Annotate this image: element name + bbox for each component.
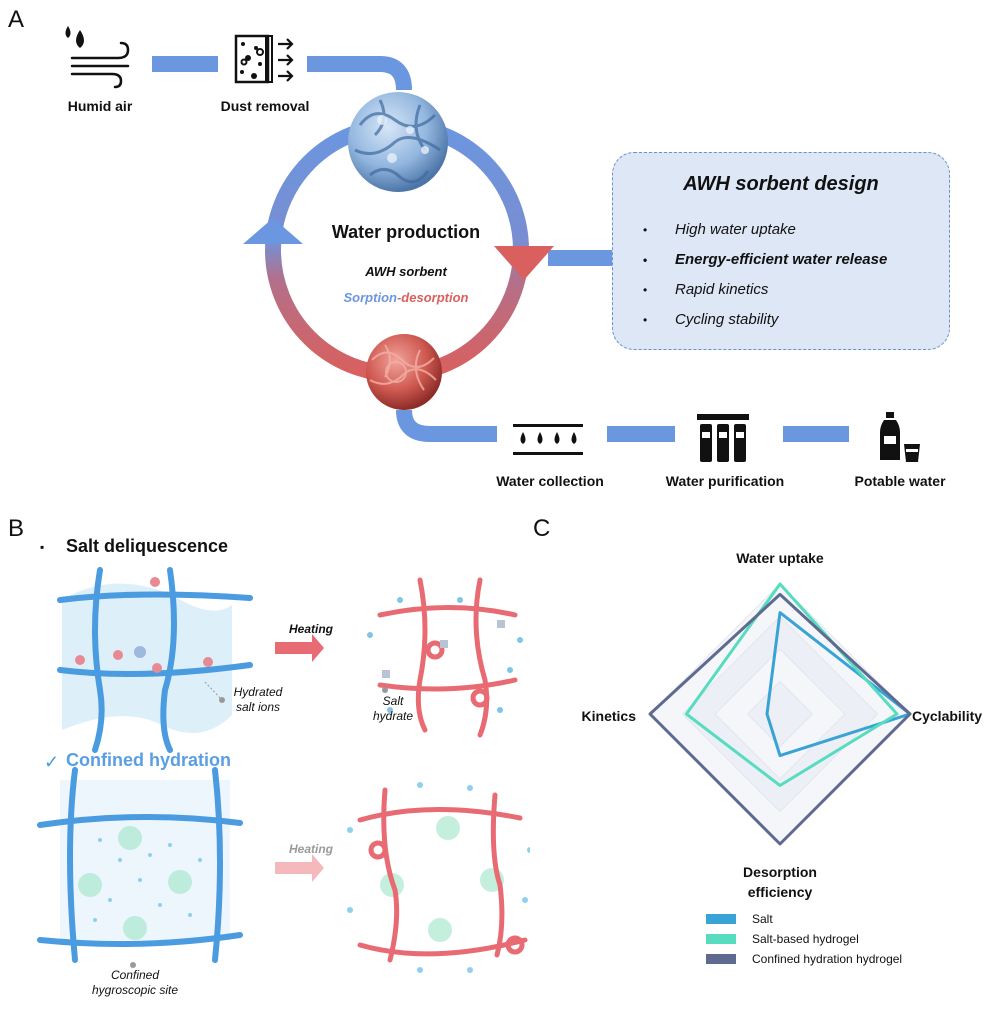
axis-label-bottom-line1: Desorption [743, 864, 817, 880]
axis-label-right: Cyclability [912, 708, 983, 724]
connector-ring-design [548, 250, 612, 266]
design-list: High water uptake Energy-efficient water… [643, 215, 887, 335]
cycle-title: Water production [331, 222, 481, 242]
panel-label-c: C [533, 515, 551, 542]
sorption-desorption-label: Sorption-desorption [306, 290, 506, 305]
salt-hydrate-line1: Salt [382, 694, 404, 708]
water-purification-label: Water purification [665, 473, 785, 489]
check-icon: ✓ [44, 752, 60, 772]
axis-label-bottom: Desorption efficiency [700, 862, 860, 902]
legend-swatch-confined-hydrogel [706, 954, 736, 964]
heating-arrow-2 [275, 854, 324, 882]
hydrated-ions-label: Hydrated salt ions [218, 685, 298, 715]
confined-site-label: Confined hygroscopic site [80, 968, 190, 998]
potable-water-icon [880, 412, 920, 462]
legend-swatch-salt-hydrogel [706, 934, 736, 944]
confined-hydration-fibers [37, 767, 243, 963]
up-arrow-icon [243, 218, 303, 244]
confined-site-line2: hygroscopic site [91, 983, 179, 997]
connector-collection-purification [607, 426, 675, 442]
design-title: AWH sorbent design [683, 173, 879, 195]
water-collection-icon [513, 424, 583, 455]
legend-text-salt: Salt [752, 912, 773, 926]
dust-filter-icon [234, 34, 294, 84]
cycle-subtitle: AWH sorbent [365, 264, 447, 279]
sorption-text: Sorption [343, 290, 397, 305]
red-sorbent-ball [366, 334, 442, 410]
panel-a-diagram [65, 26, 920, 462]
heating-label-2: Heating [288, 842, 333, 856]
dust-removal-label: Dust removal [220, 98, 310, 114]
radar-series-2 [648, 592, 912, 846]
confined-desorbed-fibers [347, 782, 530, 973]
radar-series [648, 582, 912, 846]
salt-deliquescence-fibers [57, 567, 253, 753]
hydrated-ions-line2: salt ions [235, 700, 281, 714]
humid-air-icon [65, 26, 130, 89]
dash-text: - [396, 290, 402, 305]
radar-series-1 [684, 582, 899, 787]
connector-ring-collection [396, 409, 497, 442]
hydrated-ions-pointer [204, 681, 223, 701]
panel-label-a: A [8, 6, 25, 33]
water-purification-icon [697, 414, 749, 462]
design-item: Cycling stability [643, 305, 887, 335]
heating-label-1: Heating [288, 622, 333, 636]
connector-dust-ring [307, 56, 412, 91]
heating-arrow-1 [275, 634, 324, 662]
radar-grid-ring [746, 680, 814, 748]
down-arrow-icon [494, 246, 554, 280]
confined-hydration-title: Confined hydration [66, 750, 231, 770]
radar-chart [648, 582, 912, 846]
humid-air-label: Humid air [67, 98, 133, 114]
axis-label-left: Kinetics [581, 708, 636, 724]
legend-text-salt-hydrogel: Salt-based hydrogel [752, 932, 859, 946]
confined-site-dot [130, 962, 136, 968]
desorption-text: desorption [401, 290, 469, 305]
design-item: Energy-efficient water release [643, 245, 887, 275]
legend-swatch-salt [706, 914, 736, 924]
legend-text-confined-hydrogel: Confined hydration hydrogel [752, 952, 903, 966]
potable-water-label: Potable water [854, 473, 946, 489]
connector-air-dust [152, 56, 218, 72]
salt-hydrate-fibers [367, 577, 523, 738]
axis-label-top: Water uptake [736, 550, 824, 566]
connector-purification-potable [783, 426, 849, 442]
hydrated-ions-line1: Hydrated [233, 685, 283, 699]
salt-bullet: ▪ [40, 540, 45, 554]
design-item: Rapid kinetics [643, 275, 887, 305]
water-collection-label: Water collection [496, 473, 604, 489]
panel-b-diagram [37, 567, 530, 973]
salt-deliquescence-title: Salt deliquescence [66, 536, 229, 556]
design-box: AWH sorbent design High water uptake Ene… [612, 152, 950, 350]
hydrated-ions-dot [219, 697, 225, 703]
design-item: High water uptake [643, 215, 887, 245]
salt-hydrate-dot [382, 687, 388, 693]
salt-hydrate-label: Salt hydrate [368, 694, 418, 724]
confined-site-line1: Confined [110, 968, 160, 982]
salt-hydrate-line2: hydrate [372, 709, 414, 723]
axis-label-bottom-line2: efficiency [747, 884, 813, 900]
blue-sorbent-ball [348, 92, 448, 192]
panel-label-b: B [8, 515, 25, 542]
